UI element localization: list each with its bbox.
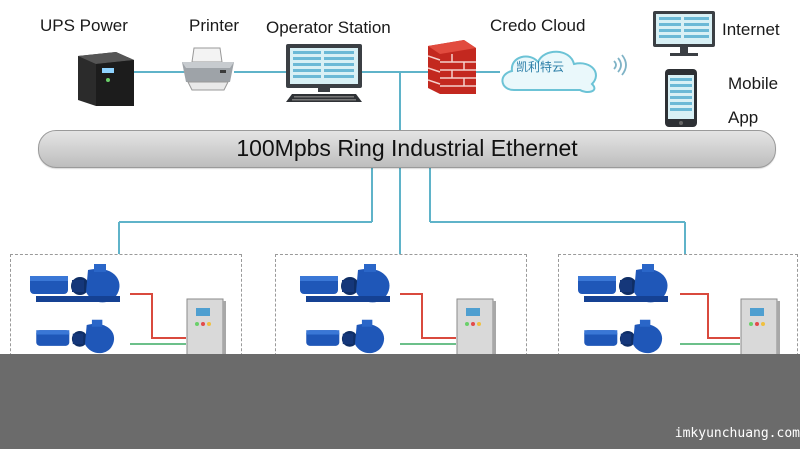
pump-icon [578, 264, 668, 303]
ups-power-label: UPS Power [40, 16, 128, 35]
control-cabinet-icon [456, 298, 496, 358]
firewall-icon [428, 40, 476, 94]
pump-icon [36, 319, 115, 354]
mobile-label-line2: App [728, 108, 759, 127]
ups-icon [78, 52, 134, 106]
credo-cloud-label: Credo Cloud [490, 16, 586, 35]
internet-monitor-icon [653, 11, 715, 56]
mobile-phone-icon [665, 69, 697, 127]
mobile-label-line1: Mobile [728, 74, 779, 93]
pump-icon [306, 319, 385, 354]
printer-icon [182, 47, 234, 91]
control-cabinet-icon [740, 298, 780, 358]
ethernet-ring: 100Mpbs Ring Industrial Ethernet [38, 130, 776, 168]
watermark-text: imkyunchuang.com [674, 426, 800, 441]
footer-band: imkyunchuang.com [0, 354, 800, 449]
printer-label: Printer [189, 16, 240, 35]
cloud-badge-text: 凯利特云 [516, 60, 565, 74]
ring-label: 100Mpbs Ring Industrial Ethernet [236, 135, 578, 161]
pump-icon [30, 264, 120, 303]
operator-station-label: Operator Station [266, 18, 391, 37]
pump-icon [300, 264, 390, 303]
cloud-icon [501, 50, 597, 93]
pump-icon [584, 319, 663, 354]
control-cabinet-icon [186, 298, 226, 358]
wireless-icon [613, 54, 627, 76]
internet-label: Internet [722, 20, 780, 39]
operator-station-icon [286, 44, 362, 102]
